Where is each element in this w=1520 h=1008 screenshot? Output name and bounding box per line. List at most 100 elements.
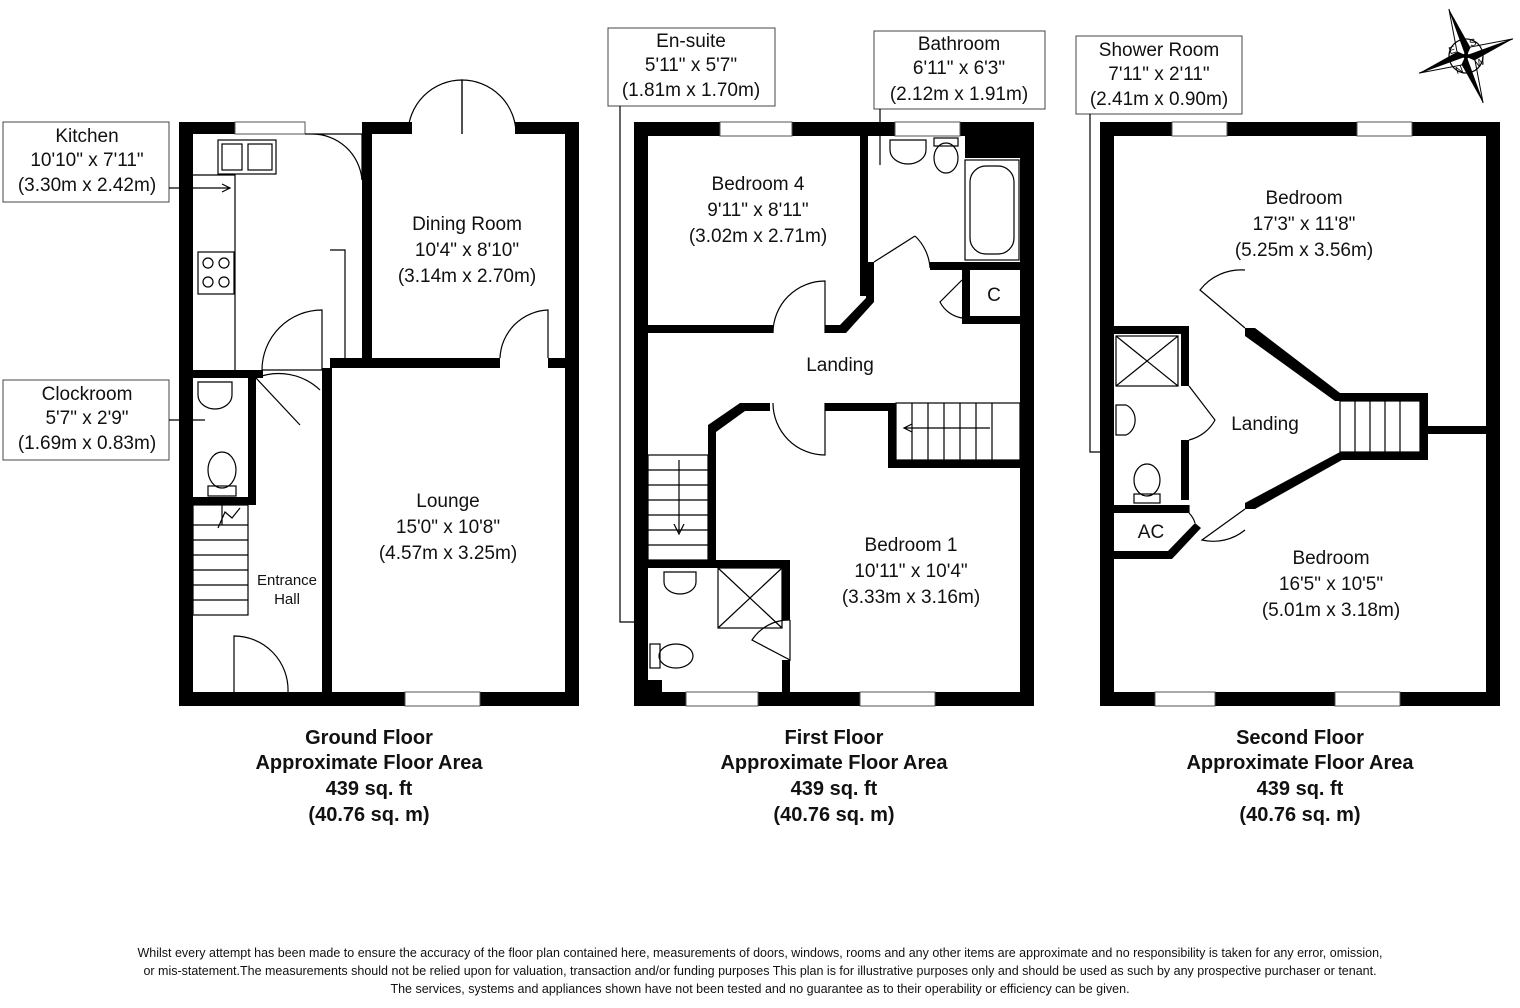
room-name: En-suite (656, 31, 726, 52)
basin-icon (663, 571, 697, 595)
staircase-icon (192, 504, 249, 616)
room-size-imperial: 10'4" x 8'10" (415, 240, 519, 261)
wall (634, 122, 648, 706)
room-name: Bedroom 4 (712, 174, 805, 195)
wall (322, 368, 332, 692)
door-swing (1199, 269, 1246, 329)
door-swing (255, 372, 321, 426)
wall (708, 403, 770, 560)
bathtub-icon (964, 159, 1020, 261)
door-swing (261, 309, 323, 371)
staircase-icon (1339, 400, 1421, 453)
wall (548, 358, 568, 368)
second-floor-plan (1100, 121, 1500, 707)
wall (634, 122, 1034, 136)
wall (193, 370, 263, 378)
room-size-imperial: 10'11" x 10'4" (854, 561, 967, 582)
room-size-metric: (2.41m x 0.90m) (1090, 89, 1228, 110)
room-size-metric: (2.12m x 1.91m) (890, 84, 1028, 105)
wall (193, 497, 256, 505)
wall (825, 403, 895, 411)
wall (648, 325, 773, 333)
bathroom-callout: Bathroom 6'11" x 6'3" (2.12m x 1.91m) (873, 30, 1046, 165)
room-size-imperial: 15'0" x 10'8" (396, 517, 500, 538)
floor-title: First Floor (785, 727, 884, 749)
toilet-icon (1133, 463, 1161, 497)
room-size-metric: (5.25m x 3.56m) (1235, 240, 1373, 261)
room-size-metric: (5.01m x 3.18m) (1262, 600, 1400, 621)
wall (1245, 452, 1428, 509)
wall (860, 136, 868, 296)
floor-area-imperial: 439 sq. ft (326, 778, 413, 800)
first-floor-plan (634, 121, 1034, 707)
room-size-metric: (1.69m x 0.83m) (18, 433, 156, 454)
wall (1486, 122, 1500, 706)
wall (1181, 326, 1189, 386)
window (234, 121, 306, 135)
kitchen-callout: Kitchen 10'10" x 7'11" (3.30m x 2.42m) (2, 121, 232, 203)
room-name: Bedroom 1 (865, 535, 958, 556)
wall (515, 122, 579, 134)
french-door-right (407, 79, 463, 135)
room-size-imperial: 16'5" x 10'5" (1279, 574, 1383, 595)
floor-area-label: Approximate Floor Area (255, 752, 483, 774)
window (1334, 691, 1401, 707)
room-size-metric: (3.02m x 2.71m) (689, 226, 827, 247)
room-size-metric: (3.30m x 2.42m) (18, 175, 156, 196)
room-name: Bedroom (1265, 188, 1342, 209)
bedroom-4-label: Bedroom 4 9'11" x 8'11" (3.02m x 2.71m) (689, 174, 827, 247)
wall (962, 270, 970, 322)
floor-area-metric: (40.76 sq. m) (773, 804, 894, 826)
wall (362, 134, 372, 360)
ensuite-callout: En-suite 5'11" x 5'7" (1.81m x 1.70m) (607, 27, 776, 623)
wall (1420, 393, 1428, 460)
shower-tray-icon (717, 567, 783, 629)
wall (565, 122, 579, 706)
wall (888, 460, 1020, 468)
entrance-hall-label: Entrance Hall (257, 572, 317, 608)
disclaimer-line: or mis-statement.The measurements should… (143, 964, 1377, 978)
room-name: Shower Room (1099, 40, 1219, 61)
room-name: Hall (274, 591, 300, 608)
hob-icon (197, 251, 235, 295)
pointer-line (619, 106, 638, 623)
bedroom-top-label: Bedroom 17'3" x 11'8" (5.25m x 3.56m) (1235, 188, 1373, 261)
airing-cupboard-label: AC (1138, 522, 1164, 543)
wall (1114, 523, 1201, 559)
wall (930, 262, 1020, 270)
room-name: Clockroom (42, 384, 133, 405)
room-name: Bathroom (918, 34, 1000, 55)
wall (888, 403, 896, 465)
wall (782, 560, 790, 620)
basin-icon (197, 381, 233, 410)
wall (825, 262, 874, 333)
room-size-imperial: 5'11" x 5'7" (645, 55, 737, 76)
basin-icon (1115, 404, 1136, 436)
kitchen-worktop (193, 174, 236, 370)
room-name: Bedroom (1292, 548, 1369, 569)
basin-icon (889, 139, 927, 165)
window (719, 121, 793, 137)
door-swing (772, 402, 826, 456)
wall (965, 136, 1020, 158)
pointer-line (1089, 114, 1104, 453)
compass-rose-icon: E S W N (1418, 8, 1514, 104)
bedroom-bottom-label: Bedroom 16'5" x 10'5" (5.01m x 3.18m) (1262, 548, 1400, 621)
room-size-imperial: 7'11" x 2'11" (1108, 64, 1209, 85)
ground-floor-caption: Ground Floor Approximate Floor Area 439 … (255, 727, 483, 826)
room-name: Entrance (257, 572, 317, 589)
wall (1100, 122, 1114, 706)
bedroom-1-label: Bedroom 1 10'11" x 10'4" (3.33m x 3.16m) (842, 535, 980, 608)
front-door (233, 635, 289, 693)
staircase-icon (647, 402, 1021, 561)
room-name: Kitchen (55, 126, 118, 147)
disclaimer: Whilst every attempt has been made to en… (20, 944, 1500, 998)
dining-room-label: Dining Room 10'4" x 8'10" (3.14m x 2.70m… (398, 214, 536, 287)
toilet-icon (207, 451, 237, 489)
floor-area-metric: (40.76 sq. m) (1239, 804, 1360, 826)
door-swing (1188, 505, 1196, 524)
window (1154, 691, 1216, 707)
landing-label: Landing (806, 355, 874, 376)
compass-west: W (1474, 56, 1487, 70)
